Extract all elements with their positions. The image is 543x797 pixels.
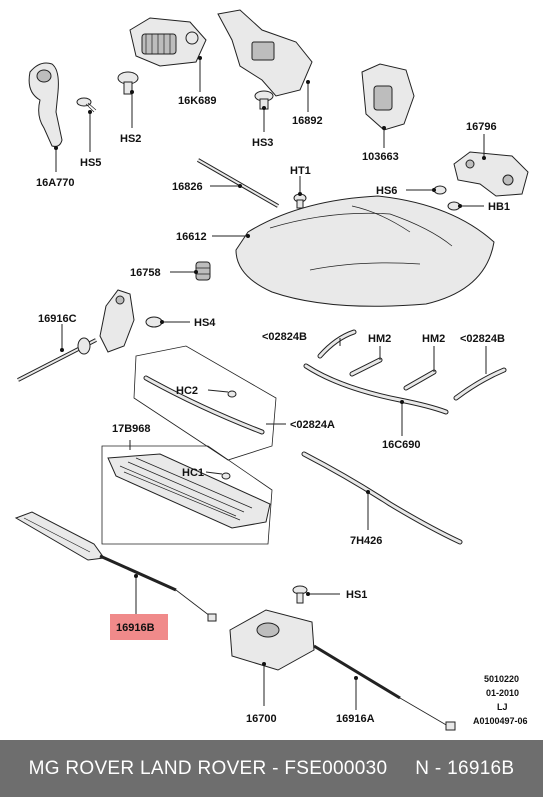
callout-16826: 16826 <box>172 181 203 193</box>
callout-16700: 16700 <box>246 713 277 725</box>
part-02824B-seals <box>317 329 507 401</box>
part-HS6-bolt <box>406 185 447 195</box>
part-HM2-seals <box>349 346 437 391</box>
callout-HM2-left: HM2 <box>368 333 391 345</box>
callout-16K689: 16K689 <box>178 95 217 107</box>
highlight-16916B <box>110 614 168 640</box>
part-16758-bumpstop <box>170 261 211 281</box>
callout-17B968: 17B968 <box>112 423 151 435</box>
callout-16916B: 16916B <box>116 622 155 634</box>
part-16612-bonnet <box>212 195 495 307</box>
part-16916A-cable <box>313 644 456 731</box>
part-HS2-bolt <box>117 71 139 128</box>
callout-HS5: HS5 <box>80 157 101 169</box>
callout-HT1: HT1 <box>290 165 311 177</box>
callout-16796: 16796 <box>466 121 497 133</box>
part-HB1-bolt <box>447 201 484 211</box>
part-16796-hinge <box>453 134 529 197</box>
callout-HB1: HB1 <box>488 201 510 213</box>
part-HS5-screw <box>76 97 97 152</box>
part-16826-rod <box>197 158 279 208</box>
callout-16916C: 16916C <box>38 313 77 325</box>
callout-HC1: HC1 <box>182 467 204 479</box>
callout-HM2-right: HM2 <box>422 333 445 345</box>
callout-HS1: HS1 <box>346 589 367 601</box>
callout-16892: 16892 <box>292 115 323 127</box>
callout-103663: 103663 <box>362 151 399 163</box>
part-HS1-bolt <box>292 585 340 604</box>
part-16K689-latch <box>129 17 207 92</box>
callout-HS2: HS2 <box>120 133 141 145</box>
part-16916C-cable <box>17 289 135 382</box>
callout-16916A: 16916A <box>336 713 375 725</box>
part-02824A-group <box>133 345 286 461</box>
callout-HC2: HC2 <box>176 385 198 397</box>
parts-diagram: 16A770 HS5 16K689 HS2 16892 HS <box>14 9 529 731</box>
part-16700-latch <box>229 609 315 706</box>
callout-16612: 16612 <box>176 231 207 243</box>
callout-HS4: HS4 <box>194 317 216 329</box>
reference-line-1: 5010220 <box>484 674 519 684</box>
callout-HS3: HS3 <box>252 137 273 149</box>
part-16892-striker <box>217 9 313 112</box>
callout-7H426: 7H426 <box>350 535 382 547</box>
part-16916B-cable <box>14 511 217 622</box>
footer-brand: MG ROVER LAND ROVER - FSE000030 <box>28 757 388 779</box>
callout-02824B-left: <02824B <box>262 331 307 343</box>
part-16C690-seal <box>303 363 449 436</box>
reference-line-2: 01-2010 <box>486 688 519 698</box>
reference-line-3: LJ <box>497 702 508 712</box>
callout-02824A: <02824A <box>290 419 335 431</box>
part-HS3-bolt <box>254 90 274 132</box>
part-HT1-clip <box>293 176 307 209</box>
part-103663-module <box>361 63 415 148</box>
callout-02824B-right: <02824B <box>460 333 505 345</box>
part-HS4-bolt <box>145 316 190 328</box>
reference-line-4: A0100497-06 <box>473 716 528 726</box>
callout-16758: 16758 <box>130 267 161 279</box>
callout-16C690: 16C690 <box>382 439 421 451</box>
part-16A770-handle <box>28 62 63 172</box>
footer-bar: MG ROVER LAND ROVER - FSE000030 N - 1691… <box>0 740 543 797</box>
callout-16A770: 16A770 <box>36 177 75 189</box>
callout-HS6: HS6 <box>376 185 397 197</box>
footer-part-number: N - 16916B <box>415 757 515 779</box>
part-17B968-cowl <box>101 440 273 545</box>
part-7H426-seal <box>301 451 463 545</box>
footer-spacer <box>387 758 415 780</box>
